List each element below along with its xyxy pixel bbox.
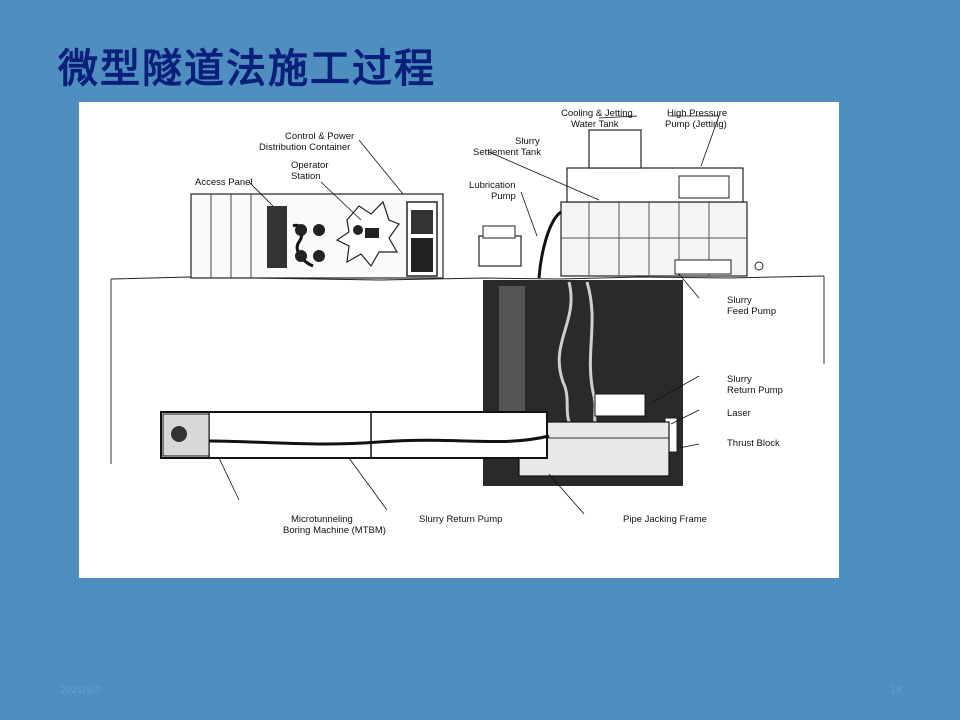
microtunneling-diagram: Cooling & Jetting Water Tank High Pressu… [79, 102, 839, 578]
mtbm-machine [162, 413, 210, 457]
lubrication-pump [478, 225, 522, 267]
label-jacking-frame: Pipe Jacking Frame [623, 514, 707, 525]
footer-page-number: 18 [890, 686, 902, 696]
label-control-container-line2: Distribution Container [259, 142, 350, 153]
label-return-pump-tunnel: Slurry Return Pump [419, 514, 502, 525]
label-settlement-tank-line2: Settlement Tank [473, 147, 541, 158]
label-lubrication-pump-line1: Lubrication [469, 180, 515, 191]
label-mtbm-line1: Microtunneling [291, 514, 353, 525]
label-feed-pump-line1: Slurry [727, 295, 752, 306]
label-laser: Laser [727, 408, 751, 419]
label-operator-station-line1: Operator [291, 160, 329, 171]
label-control-container-line1: Control & Power [285, 131, 354, 142]
label-mtbm-line2: Boring Machine (MTBM) [283, 525, 386, 536]
label-thrust-block: Thrust Block [727, 438, 780, 449]
label-cooling-tank-line2: Water Tank [571, 119, 619, 130]
leader-lines [218, 115, 720, 515]
label-return-pump-shaft-line2: Return Pump [727, 385, 783, 396]
label-feed-pump-line2: Feed Pump [727, 306, 776, 317]
slurry-feed-pump [537, 210, 764, 279]
slide-title: 微型隧道法施工过程 [58, 46, 436, 92]
label-cooling-tank-line1: Cooling & Jetting [561, 108, 633, 119]
label-hp-pump-line1: High Pressure [667, 108, 727, 119]
control-container [190, 193, 444, 279]
operator-station [292, 200, 400, 268]
label-hp-pump-line2: Pump (Jetting) [665, 119, 727, 130]
label-return-pump-shaft-line1: Slurry [727, 374, 752, 385]
label-operator-station-line2: Station [291, 171, 321, 182]
footer-date: 2021/5/7 [60, 686, 101, 696]
settlement-tank [560, 129, 748, 277]
tunnel-pipe [160, 411, 550, 459]
label-lubrication-pump-line2: Pump [491, 191, 516, 202]
label-settlement-tank-line1: Slurry [515, 136, 540, 147]
label-access-panel: Access Panel [195, 177, 253, 188]
